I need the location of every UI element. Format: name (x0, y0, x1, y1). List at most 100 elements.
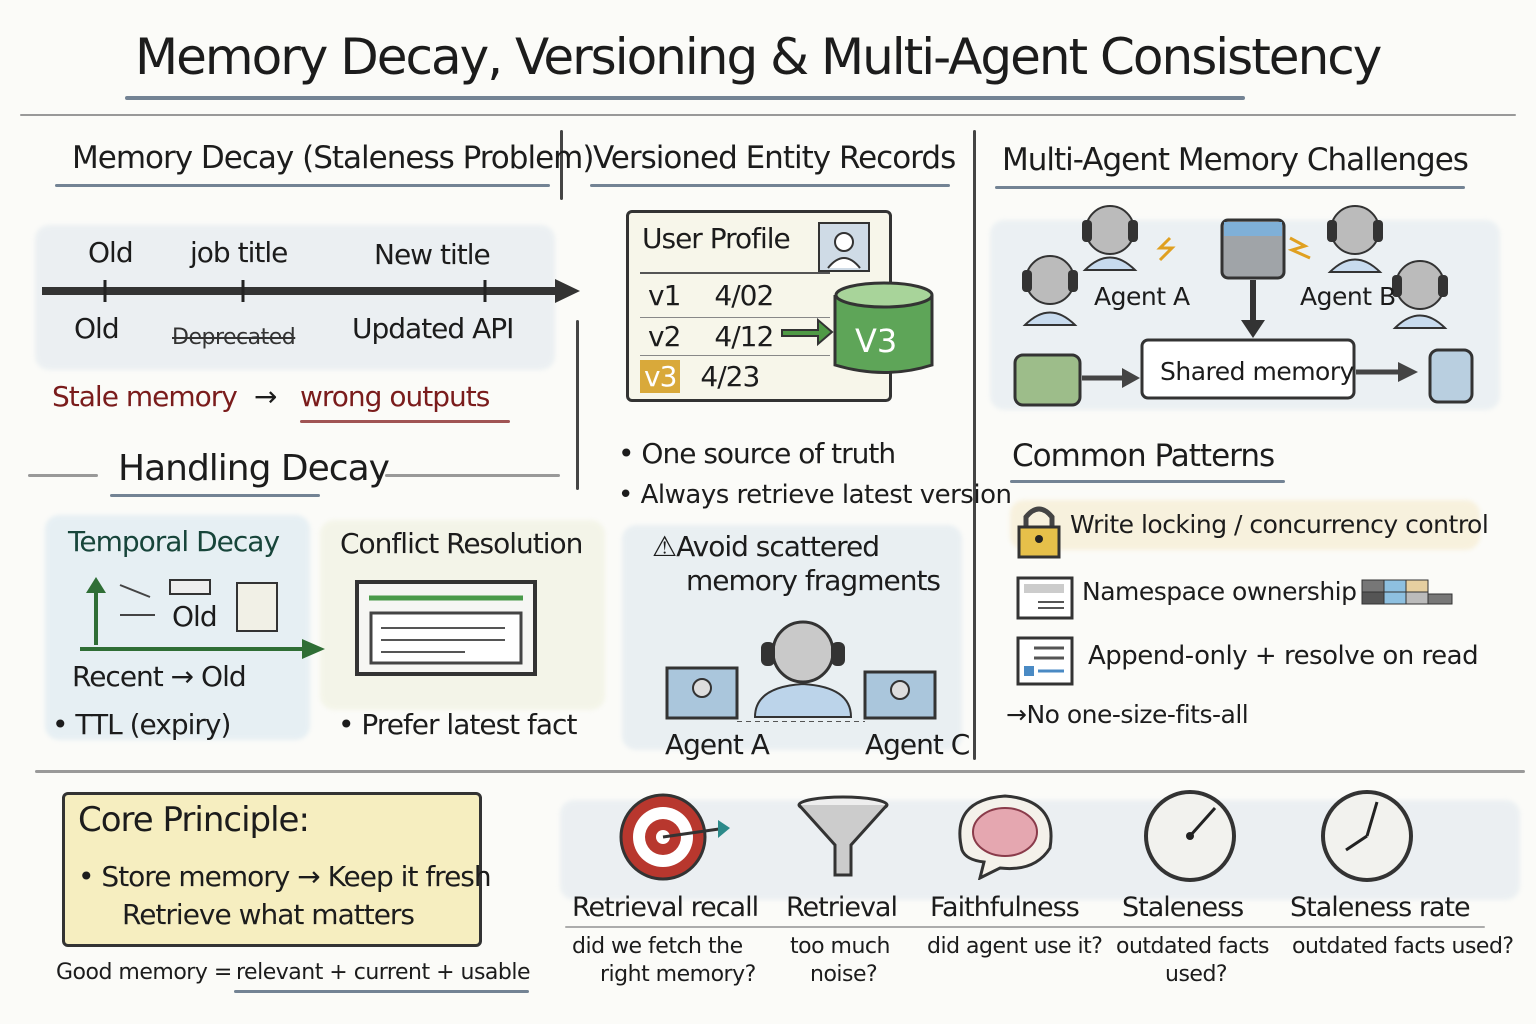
conflict-resolution-title: Conflict Resolution (340, 527, 583, 560)
metric-sub: too much (790, 934, 890, 959)
handling-heading: Handling Decay (118, 448, 390, 489)
bullet-text: One source of truth (641, 437, 896, 470)
warning-item: ⚠Avoid scattered (652, 530, 880, 563)
underline (234, 990, 529, 993)
pattern-item: Namespace ownership (1082, 577, 1357, 606)
ttl-bullet: • TTL (expiry) (52, 708, 231, 741)
divider (565, 926, 1485, 928)
timeline-label: New title (374, 238, 491, 271)
clock-icon (1321, 790, 1413, 882)
namespace-blocks-icon (1361, 579, 1453, 605)
metric-title: Staleness rate (1290, 892, 1471, 923)
metric-sub: right memory? (600, 962, 756, 987)
patterns-heading: Common Patterns (1012, 438, 1275, 474)
version-row: v3 4/23 (640, 355, 830, 397)
multi-heading: Multi-Agent Memory Challenges (1002, 142, 1469, 178)
page-title: Memory Decay, Versioning & Multi-Agent C… (135, 28, 1382, 86)
metric-title: Retrieval recall (572, 892, 759, 923)
warning-icon: ⚠ (652, 530, 677, 563)
core-line: • Store memory → Keep it fresh (78, 860, 492, 893)
arrow: → (254, 380, 277, 413)
conclusion: →No one-size-fits-all (1006, 700, 1249, 729)
ttl-text: TTL (expiry) (75, 708, 231, 741)
decay-chart-icon (80, 577, 325, 659)
temporal-decay-title: Temporal Decay (68, 525, 280, 558)
target-icon (619, 793, 730, 881)
v3-label: V3 (855, 322, 898, 360)
divider (35, 770, 1525, 773)
date: 4/23 (700, 360, 760, 393)
decay-heading: Memory Decay (Staleness Problem) (72, 140, 594, 176)
timeline-label: Old (88, 236, 134, 269)
bullet-item: • One source of truth (618, 437, 896, 470)
metric-title: Staleness (1122, 892, 1244, 923)
version: v1 (648, 279, 681, 312)
bullet-item: • Always retrieve latest version (618, 480, 1012, 510)
log-icon (1016, 636, 1074, 686)
heading-underline (55, 184, 550, 187)
versioned-heading: Versioned Entity Records (593, 140, 956, 176)
wash (35, 225, 555, 370)
namespace-icon (1016, 576, 1074, 620)
metric-sub: did agent use it? (927, 934, 1103, 959)
pattern-item: Write locking / concurrency control (1070, 510, 1489, 539)
core-principle-box (62, 792, 482, 947)
recent-old-axis: Recent → Old (72, 660, 247, 693)
timeline-label: Old (74, 312, 120, 345)
agent-label: Agent C (865, 728, 970, 761)
footer-text: Good memory = (56, 960, 232, 985)
wrong-outputs-label: wrong outputs (300, 380, 490, 413)
core-line: Retrieve what matters (122, 898, 415, 931)
metric-title: Retrieval (786, 892, 898, 923)
warning-text: memory fragments (686, 564, 941, 597)
deprecated-label: Deprecated (172, 325, 296, 350)
core-title: Core Principle: (78, 800, 310, 840)
funnel-icon (797, 795, 889, 877)
agent-label: Agent B (1300, 282, 1396, 311)
user-avatar-icon (818, 222, 870, 272)
title-underline (125, 96, 1245, 100)
heading-underline (995, 186, 1465, 189)
agent-icon (1082, 205, 1138, 271)
prefer-bullet: • Prefer latest fact (338, 708, 577, 741)
date: 4/12 (714, 320, 774, 353)
version: v2 (648, 320, 681, 353)
metric-sub: used? (1165, 962, 1228, 987)
timeline-label: job title (190, 236, 288, 269)
shared-memory-diagram (1013, 205, 1474, 407)
timeline-arrow (42, 279, 580, 303)
metric-sub: noise? (810, 962, 878, 987)
divider (20, 114, 1516, 116)
divider (560, 130, 563, 200)
footer-text: relevant + current + usable (236, 960, 531, 985)
metric-sub: outdated facts used? (1292, 934, 1514, 959)
metric-sub: did we fetch the (572, 934, 743, 959)
gauge-icon (1144, 790, 1236, 882)
wash (1010, 500, 1480, 550)
agent-label: Agent A (665, 728, 770, 761)
card-title: User Profile (642, 222, 791, 255)
divider (28, 474, 98, 477)
heading-underline (110, 494, 320, 497)
prefer-text: Prefer latest fact (361, 708, 577, 741)
shared-memory-label: Shared memory (1160, 357, 1354, 386)
timeline-label: Updated API (352, 312, 514, 345)
agent-label: Agent A (1094, 282, 1190, 311)
brain-icon (958, 794, 1053, 880)
divider (576, 320, 579, 490)
heading-underline (1010, 480, 1285, 483)
old-label: Old (172, 600, 218, 633)
database-v3-icon (781, 281, 934, 374)
metric-title: Faithfulness (930, 892, 1080, 923)
lock-icon (1017, 506, 1061, 559)
heading-underline (590, 184, 950, 187)
bullet-text: Always retrieve latest version (640, 480, 1012, 510)
version-row: v2 4/12 (640, 317, 830, 355)
divider (973, 130, 976, 760)
stale-memory-label: Stale memory (52, 380, 238, 413)
document-compare-icon (355, 580, 537, 676)
version: v3 (640, 360, 681, 393)
metric-sub: outdated facts (1116, 934, 1270, 959)
